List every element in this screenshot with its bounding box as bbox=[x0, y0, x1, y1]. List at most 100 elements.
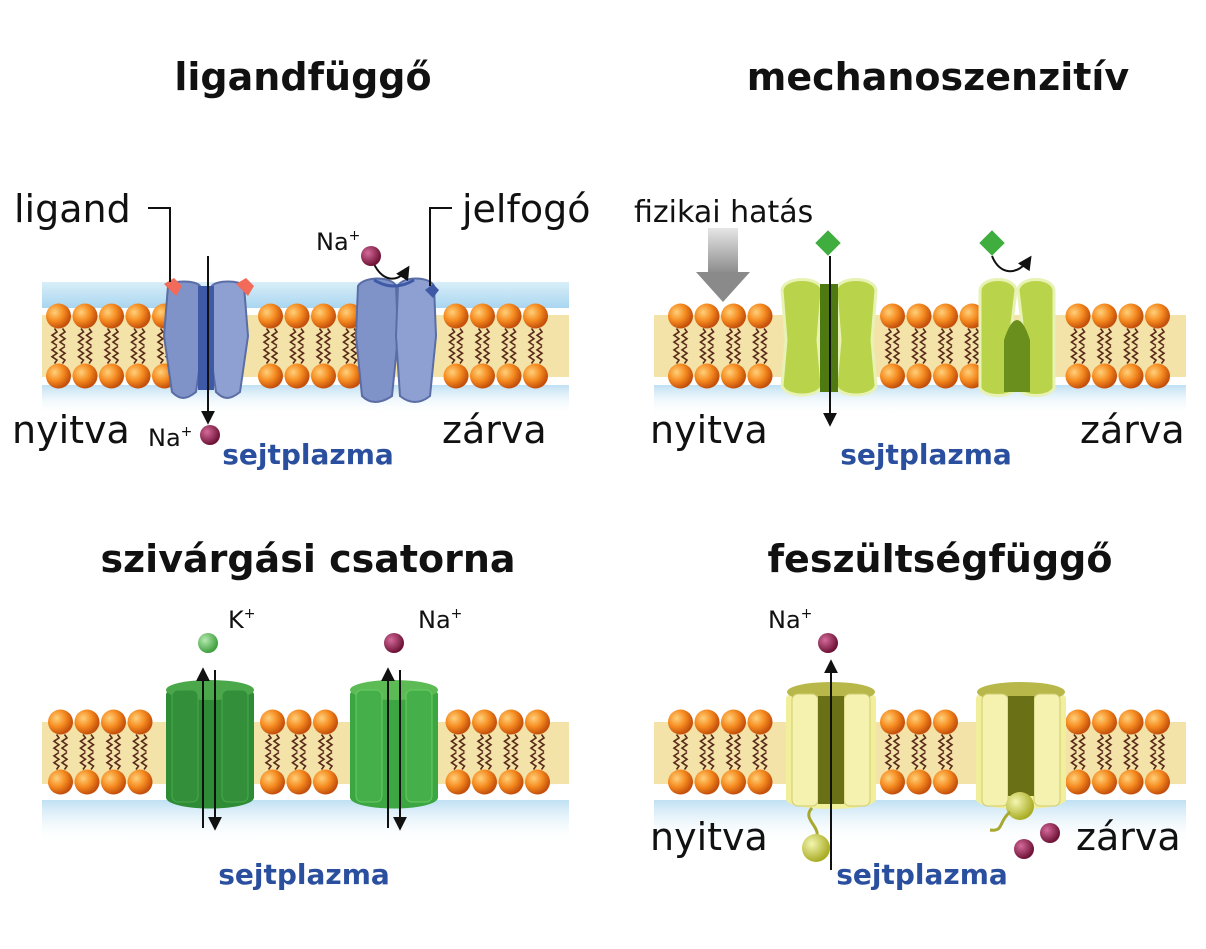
lipid-head bbox=[523, 363, 548, 389]
lipid-bilayer bbox=[668, 709, 1170, 795]
lipid-head bbox=[445, 709, 471, 735]
lipid-head bbox=[101, 769, 126, 795]
lipid-head bbox=[747, 303, 773, 329]
lipid-head bbox=[880, 769, 905, 795]
lipid-head bbox=[311, 363, 336, 389]
lipid-head bbox=[1118, 363, 1144, 389]
cytoplasm-label: sejtplazma bbox=[840, 438, 1012, 471]
lipid-head bbox=[933, 363, 958, 389]
lipid-head bbox=[721, 363, 746, 389]
lipid-head bbox=[668, 363, 693, 389]
lipid-head bbox=[125, 363, 151, 389]
ligand-marker bbox=[236, 278, 254, 296]
panel-title-voltage: feszültségfüggő bbox=[768, 537, 1113, 581]
lipid-head bbox=[1118, 769, 1144, 795]
lipid-head bbox=[337, 363, 363, 389]
cytoplasm-band bbox=[42, 385, 569, 415]
lipid-head bbox=[694, 769, 720, 795]
lipid-head bbox=[48, 769, 73, 795]
lipid-head bbox=[311, 303, 336, 329]
lipid-head bbox=[880, 303, 905, 329]
lipid-head bbox=[906, 769, 932, 795]
lipid-head bbox=[694, 303, 720, 329]
cytoplasm-band bbox=[654, 385, 1186, 415]
ligand-marker bbox=[164, 278, 182, 296]
ligand-label: ligand bbox=[14, 187, 131, 231]
lipid-head bbox=[933, 303, 958, 329]
lipid-head bbox=[959, 363, 985, 389]
lipid-head bbox=[496, 363, 522, 389]
lipid-head bbox=[258, 303, 283, 329]
lipid-head bbox=[313, 769, 338, 795]
ion-label-bottom: Na+ bbox=[148, 424, 192, 452]
extracellular-band bbox=[42, 282, 569, 308]
lipid-head bbox=[1065, 769, 1091, 795]
na-ion bbox=[361, 246, 381, 266]
cytoplasm-band bbox=[42, 800, 569, 844]
na-ion bbox=[384, 633, 404, 653]
lipid-head bbox=[46, 363, 71, 389]
lipid-head bbox=[959, 303, 985, 329]
voltage-channel-closed bbox=[976, 682, 1066, 832]
lipid-head bbox=[880, 709, 905, 735]
lipid-head bbox=[668, 303, 693, 329]
lipid-head bbox=[498, 709, 524, 735]
force-label: fizikai hatás bbox=[634, 195, 813, 230]
receptor-leader bbox=[429, 207, 452, 286]
lipid-head bbox=[260, 769, 285, 795]
lipid-head bbox=[258, 363, 283, 389]
ligand-channel-closed bbox=[354, 261, 439, 403]
panel-title-mechano: mechanoszenzitív bbox=[747, 55, 1130, 99]
panel-voltage: feszültségfüggő Na+ nyitva z bbox=[650, 537, 1186, 891]
lipid-head bbox=[668, 709, 693, 735]
receptor-label: jelfogó bbox=[461, 187, 591, 231]
lipid-head bbox=[525, 769, 550, 795]
lipid-head bbox=[880, 363, 905, 389]
inactivation-ball bbox=[1006, 792, 1034, 820]
lipid-head bbox=[470, 303, 495, 329]
ion-label-na: Na+ bbox=[418, 606, 462, 634]
lipid-head bbox=[286, 769, 312, 795]
lipid-head bbox=[260, 709, 285, 735]
lipid-head bbox=[1145, 709, 1170, 735]
lipid-head bbox=[72, 363, 98, 389]
ligand-channel-open bbox=[162, 256, 254, 425]
lipid-head bbox=[1145, 769, 1170, 795]
lipid-head bbox=[443, 363, 469, 389]
lipid-head bbox=[470, 363, 495, 389]
lipid-head bbox=[933, 709, 958, 735]
inactivation-ball bbox=[802, 834, 830, 862]
lipid-head bbox=[694, 709, 720, 735]
lipid-head bbox=[1065, 303, 1091, 329]
lipid-head bbox=[443, 303, 469, 329]
lipid-head bbox=[472, 709, 497, 735]
lipid-head bbox=[1145, 303, 1170, 329]
lipid-head bbox=[1065, 363, 1091, 389]
panel-title-ligand: ligandfüggő bbox=[174, 55, 431, 99]
lipid-head bbox=[747, 363, 773, 389]
lipid-head bbox=[74, 769, 100, 795]
lipid-head bbox=[99, 303, 124, 329]
lipid-head bbox=[933, 769, 958, 795]
ion-label-top: Na+ bbox=[316, 228, 360, 256]
panel-mechano: mechanoszenzitív fizikai hatás nyitva zá… bbox=[634, 55, 1186, 471]
lipid-head bbox=[445, 769, 471, 795]
open-label: nyitva bbox=[12, 408, 130, 452]
lipid-head bbox=[496, 303, 522, 329]
lipid-head bbox=[523, 303, 548, 329]
lipid-bilayer bbox=[48, 709, 550, 795]
lipid-head bbox=[747, 709, 773, 735]
closed-label: zárva bbox=[1080, 408, 1185, 452]
lipid-head bbox=[668, 769, 693, 795]
force-arrow bbox=[696, 228, 750, 302]
cytoplasm-label: sejtplazma bbox=[222, 438, 394, 471]
lipid-head bbox=[906, 709, 932, 735]
lipid-head bbox=[498, 769, 524, 795]
lipid-head bbox=[1145, 363, 1170, 389]
leak-channel-k bbox=[166, 667, 254, 831]
lipid-head bbox=[906, 363, 932, 389]
ion-label-k: K+ bbox=[228, 606, 255, 634]
closed-label: zárva bbox=[1076, 815, 1181, 859]
closed-label: zárva bbox=[442, 408, 547, 452]
lipid-head bbox=[906, 303, 932, 329]
